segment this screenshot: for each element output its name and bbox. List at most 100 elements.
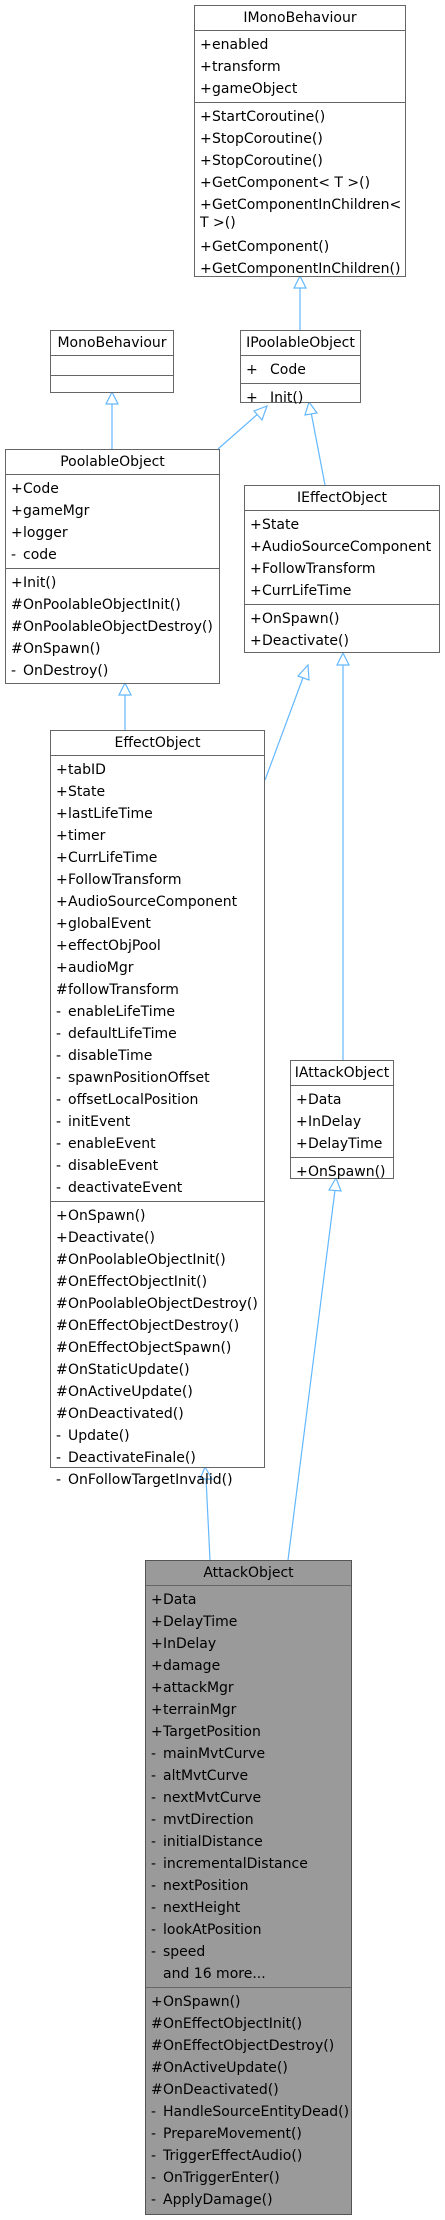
attribute-row[interactable]: +damage — [146, 1655, 351, 1677]
attribute-row[interactable]: -speed — [146, 1941, 351, 1963]
method-row[interactable]: #OnPoolableObjectInit() — [51, 1249, 264, 1271]
method-row[interactable]: #OnPoolableObjectInit() — [6, 594, 219, 616]
method-row[interactable]: +OnSpawn() — [245, 608, 439, 630]
class-ieffectobject[interactable]: IEffectObject+State+AudioSourceComponent… — [244, 485, 440, 653]
attribute-row[interactable]: -mvtDirection — [146, 1809, 351, 1831]
attribute-row[interactable]: +tabID — [51, 759, 264, 781]
attribute-row[interactable]: -code — [6, 544, 219, 566]
attribute-row[interactable]: -disableTime — [51, 1045, 264, 1067]
method-row[interactable]: +OnSpawn() — [51, 1205, 264, 1227]
method-row[interactable]: #OnEffectObjectDestroy() — [146, 2035, 351, 2057]
method-row[interactable]: +OnSpawn() — [146, 1991, 351, 2013]
attribute-row[interactable]: +State — [51, 781, 264, 803]
class-monobehaviour[interactable]: MonoBehaviour — [50, 330, 174, 393]
attribute-row[interactable]: and 16 more... — [146, 1963, 351, 1985]
attribute-row[interactable]: +InDelay — [291, 1111, 393, 1133]
attribute-row[interactable]: +attackMgr — [146, 1677, 351, 1699]
method-row[interactable]: #OnActiveUpdate() — [51, 1381, 264, 1403]
method-row[interactable]: +StopCoroutine() — [195, 150, 405, 172]
attribute-row[interactable]: -nextPosition — [146, 1875, 351, 1897]
method-row[interactable]: #OnDeactivated() — [146, 2079, 351, 2101]
attribute-row[interactable]: -initialDistance — [146, 1831, 351, 1853]
method-row[interactable]: #OnSpawn() — [6, 638, 219, 660]
method-row[interactable]: +StartCoroutine() — [195, 106, 405, 128]
method-row[interactable]: -TriggerEffectAudio() — [146, 2145, 351, 2167]
class-poolableobject[interactable]: PoolableObject+Code+gameMgr+logger-code+… — [5, 449, 220, 684]
attribute-row[interactable]: +logger — [6, 522, 219, 544]
class-attackobject[interactable]: AttackObject+Data+DelayTime+InDelay+dama… — [145, 1560, 352, 2215]
attribute-row[interactable]: -deactivateEvent — [51, 1177, 264, 1199]
method-row[interactable]: +OnSpawn() — [291, 1161, 393, 1183]
attribute-row[interactable]: -disableEvent — [51, 1155, 264, 1177]
method-row[interactable]: -OnFollowTargetInvalid() — [51, 1469, 264, 1491]
method-row[interactable]: +Deactivate() — [245, 630, 439, 652]
method-row[interactable]: -ApplyDamage() — [146, 2189, 351, 2211]
attribute-row[interactable]: -mainMvtCurve — [146, 1743, 351, 1765]
attribute-row[interactable]: +InDelay — [146, 1633, 351, 1655]
method-row[interactable]: #OnPoolableObjectDestroy() — [51, 1293, 264, 1315]
attribute-row[interactable]: -altMvtCurve — [146, 1765, 351, 1787]
attribute-row[interactable]: +audioMgr — [51, 957, 264, 979]
attribute-row[interactable]: +Data — [291, 1089, 393, 1111]
method-row[interactable]: #OnPoolableObjectDestroy() — [6, 616, 219, 638]
method-row[interactable]: +GetComponentInChildren() — [195, 258, 405, 280]
attribute-row[interactable]: +terrainMgr — [146, 1699, 351, 1721]
class-iattackobject[interactable]: IAttackObject+Data+InDelay+DelayTime+OnS… — [290, 1060, 394, 1180]
attribute-row[interactable]: +timer — [51, 825, 264, 847]
method-row[interactable]: -Update() — [51, 1425, 264, 1447]
attribute-row[interactable]: +AudioSourceComponent — [245, 536, 439, 558]
attribute-row[interactable]: +DelayTime — [146, 1611, 351, 1633]
method-row[interactable]: #OnDeactivated() — [51, 1403, 264, 1425]
attribute-row[interactable]: -offsetLocalPosition — [51, 1089, 264, 1111]
attribute-row[interactable]: +CurrLifeTime — [245, 580, 439, 602]
method-row[interactable]: #OnActiveUpdate() — [146, 2057, 351, 2079]
method-row[interactable]: -PrepareMovement() — [146, 2123, 351, 2145]
method-row[interactable]: +Init() — [241, 387, 360, 409]
method-row[interactable]: -OnDestroy() — [6, 660, 219, 682]
attribute-row[interactable]: +lastLifeTime — [51, 803, 264, 825]
attribute-row[interactable]: +AudioSourceComponent — [51, 891, 264, 913]
method-row[interactable]: +GetComponentInChildren< T >() — [195, 194, 405, 236]
method-row[interactable]: #OnEffectObjectInit() — [51, 1271, 264, 1293]
class-ipoolableobject[interactable]: IPoolableObject+Code+Init() — [240, 330, 361, 406]
method-row[interactable]: +Deactivate() — [51, 1227, 264, 1249]
attribute-row[interactable]: +TargetPosition — [146, 1721, 351, 1743]
attribute-row[interactable]: -enableLifeTime — [51, 1001, 264, 1023]
attribute-row[interactable]: +globalEvent — [51, 913, 264, 935]
attribute-row[interactable]: +DelayTime — [291, 1133, 393, 1155]
attribute-row[interactable]: -nextHeight — [146, 1897, 351, 1919]
method-row[interactable]: +GetComponent< T >() — [195, 172, 405, 194]
method-row[interactable]: +GetComponent() — [195, 236, 405, 258]
attribute-row[interactable]: +gameMgr — [6, 500, 219, 522]
method-row[interactable]: +StopCoroutine() — [195, 128, 405, 150]
method-row[interactable]: -OnTriggerEnter() — [146, 2167, 351, 2189]
method-row[interactable]: #OnEffectObjectSpawn() — [51, 1337, 264, 1359]
attribute-row[interactable]: +FollowTransform — [51, 869, 264, 891]
attribute-row[interactable]: -incrementalDistance — [146, 1853, 351, 1875]
attribute-row[interactable]: +State — [245, 514, 439, 536]
class-effectobject[interactable]: EffectObject+tabID+State+lastLifeTime+ti… — [50, 730, 265, 1488]
method-row[interactable]: #OnEffectObjectInit() — [146, 2013, 351, 2035]
attribute-row[interactable]: +Data — [146, 1589, 351, 1611]
attribute-row[interactable]: #followTransform — [51, 979, 264, 1001]
method-row[interactable]: -HandleSourceEntityDead() — [146, 2101, 351, 2123]
attribute-row[interactable]: -nextMvtCurve — [146, 1787, 351, 1809]
class-imonobehaviour[interactable]: IMonoBehaviour+enabled+transform+gameObj… — [194, 5, 406, 277]
method-row[interactable]: -DeactivateFinale() — [51, 1447, 264, 1469]
attribute-row[interactable]: -lookAtPosition — [146, 1919, 351, 1941]
attribute-row[interactable]: +CurrLifeTime — [51, 847, 264, 869]
attribute-row[interactable]: -enableEvent — [51, 1133, 264, 1155]
attribute-row[interactable]: +Code — [6, 478, 219, 500]
attribute-row[interactable]: +Code — [241, 359, 360, 381]
attribute-row[interactable]: +effectObjPool — [51, 935, 264, 957]
attribute-row[interactable]: -spawnPositionOffset — [51, 1067, 264, 1089]
attribute-row[interactable]: -initEvent — [51, 1111, 264, 1133]
attribute-row[interactable]: +enabled — [195, 34, 405, 56]
method-row[interactable]: #OnStaticUpdate() — [51, 1359, 264, 1381]
attribute-row[interactable]: +transform — [195, 56, 405, 78]
attribute-row[interactable]: -defaultLifeTime — [51, 1023, 264, 1045]
method-row[interactable]: #OnEffectObjectDestroy() — [51, 1315, 264, 1337]
attribute-row[interactable]: +gameObject — [195, 78, 405, 100]
method-row[interactable]: +Init() — [6, 572, 219, 594]
attribute-row[interactable]: +FollowTransform — [245, 558, 439, 580]
